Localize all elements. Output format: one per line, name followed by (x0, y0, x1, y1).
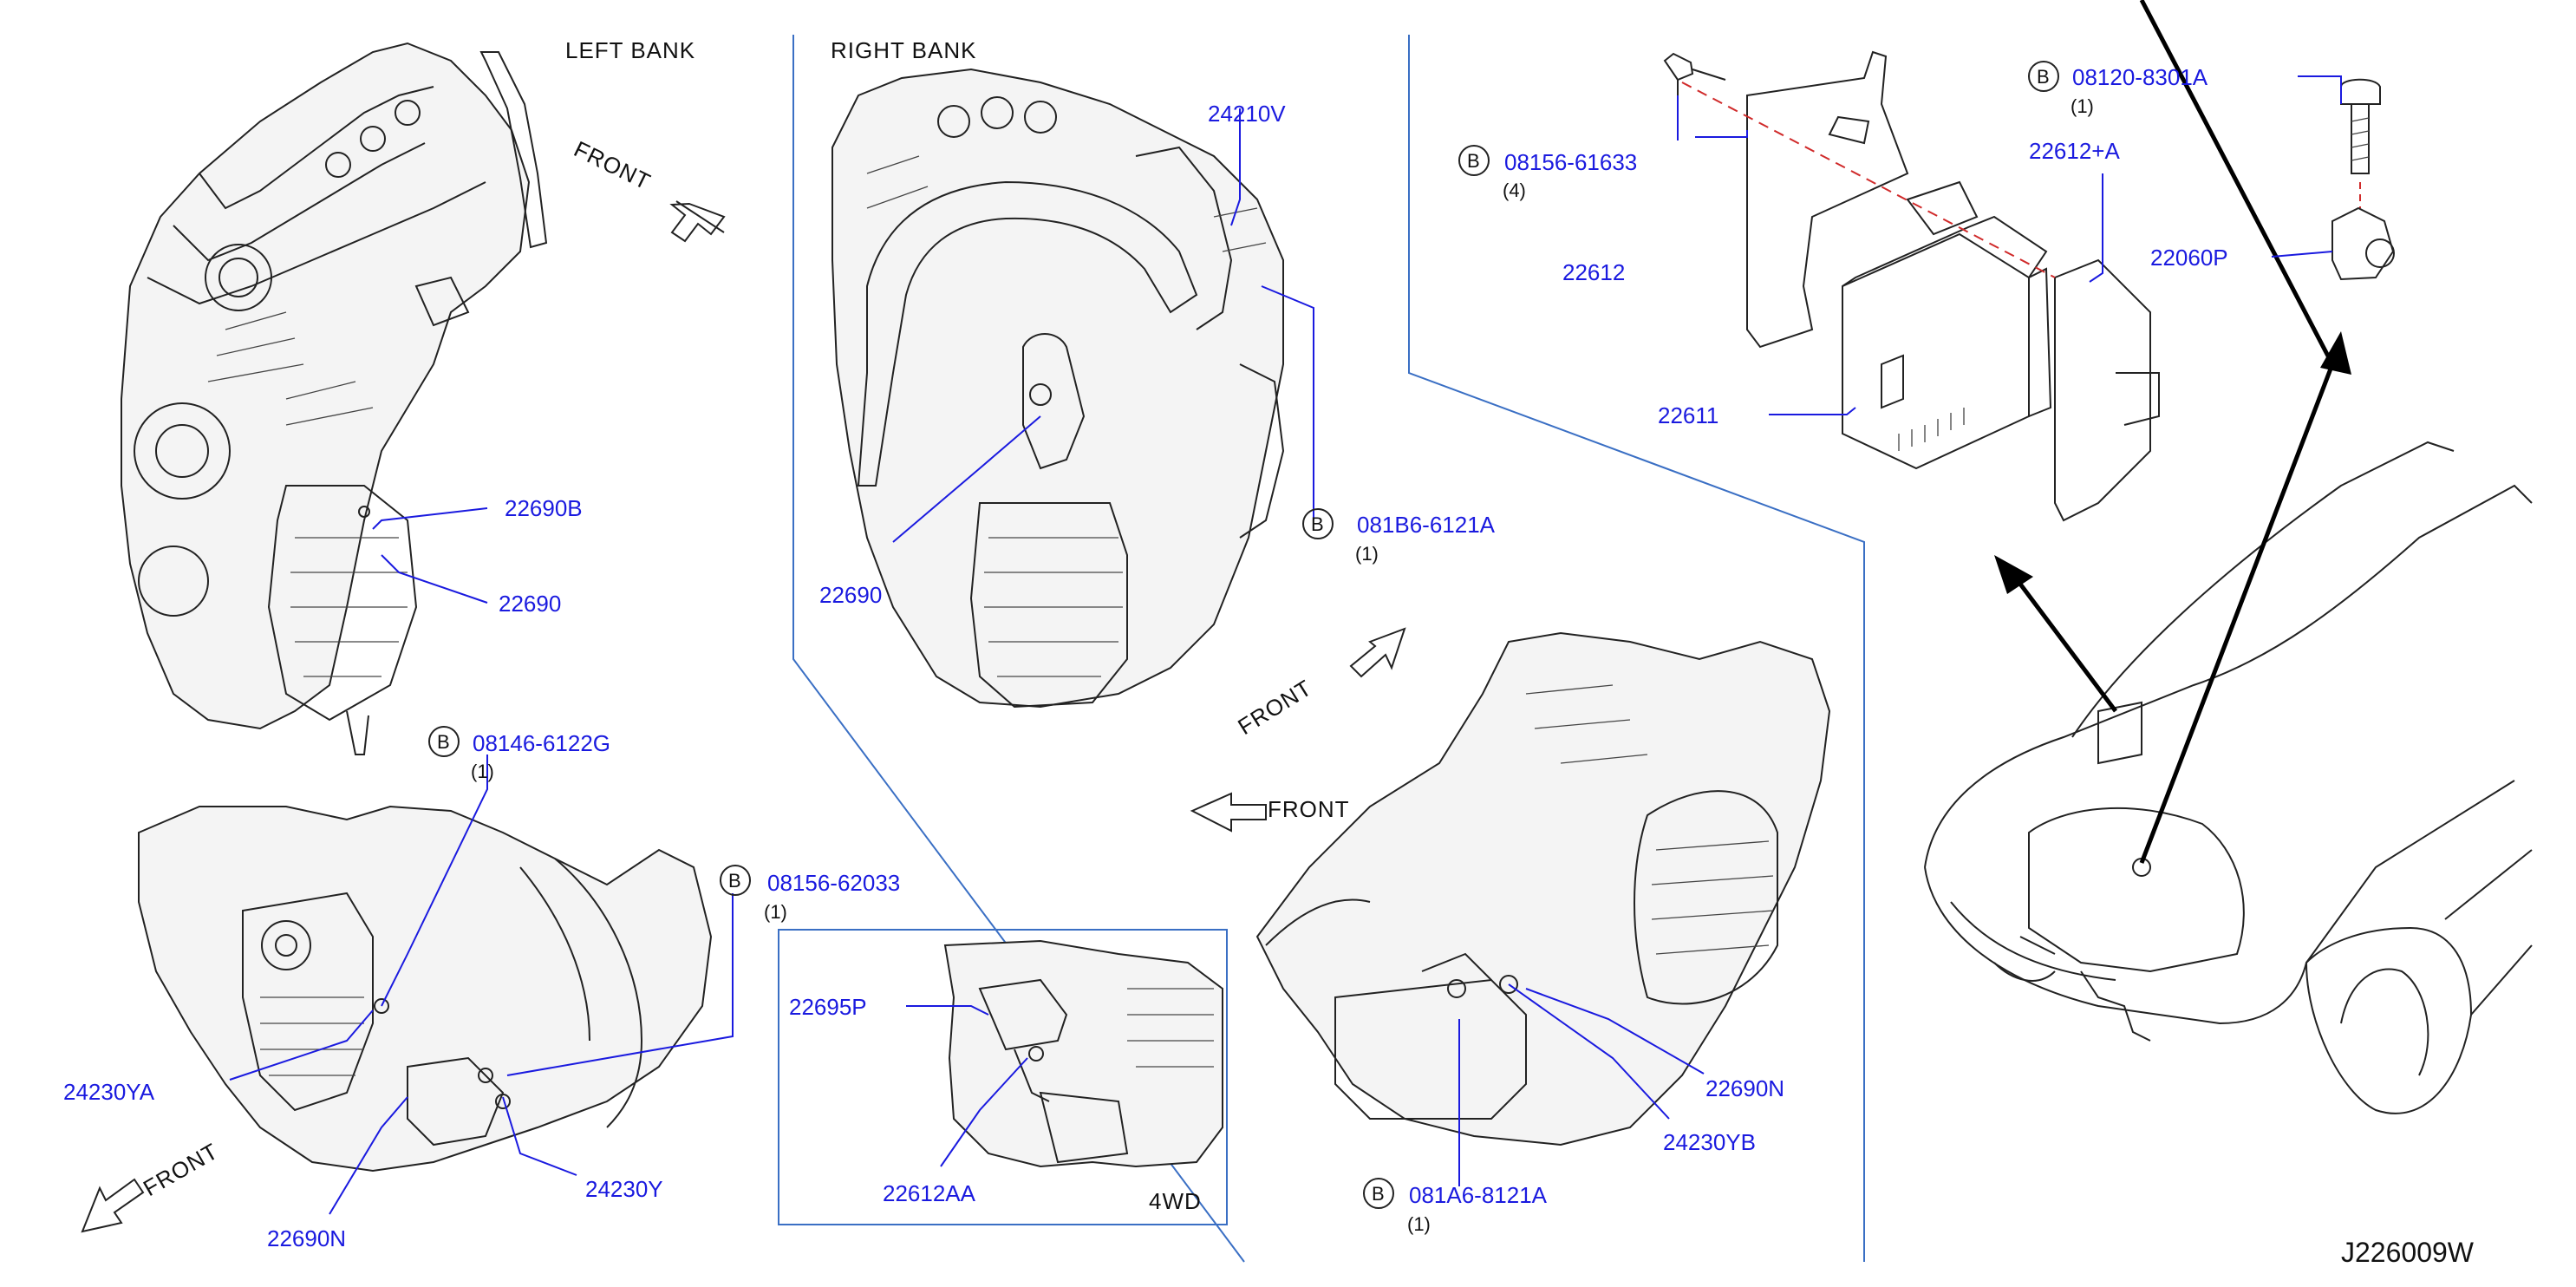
arrow-shaft-sensor (2139, 363, 2335, 864)
qty-081B6-6121A: (1) (1355, 543, 1379, 565)
location-arrows (1994, 0, 2351, 864)
part-081A6-8121A[interactable]: 081A6-8121A (1409, 1182, 1548, 1208)
part-24230Y[interactable]: 24230Y (585, 1176, 663, 1202)
right-bank-heading: RIGHT BANK (831, 37, 976, 63)
diagram-code: J226009W (2341, 1237, 2475, 1268)
bolt-symbol-081B6: B (1302, 508, 1334, 539)
bolt-symbol-081A6: B (1363, 1178, 1394, 1209)
qty-08146-6122G: (1) (471, 761, 494, 782)
arrow-head-sensor (2320, 331, 2351, 375)
bolt-symbol-08146: B (428, 726, 460, 757)
right-bank-engine-illustration (831, 68, 1285, 709)
part-22690-left[interactable]: 22690 (499, 591, 561, 617)
front-arrow-lower-middle (1190, 792, 1267, 833)
part-22060P[interactable]: 22060P (2150, 245, 2228, 271)
front-arrow-top-left (669, 200, 726, 243)
part-08146-6122G[interactable]: 08146-6122G (473, 730, 610, 756)
part-08156-61633[interactable]: 08156-61633 (1504, 149, 1637, 175)
ecm-bracket-illustration (1663, 50, 2395, 522)
part-24210V[interactable]: 24210V (1208, 101, 1286, 127)
qty-08120-8301A: (1) (2071, 95, 2094, 117)
front-label-lower-left: FRONT (139, 1138, 223, 1201)
lower-left-exhaust-illustration (138, 805, 713, 1173)
svg-text:B: B (728, 870, 741, 892)
bolt-symbol-08120: B (2028, 61, 2059, 92)
part-24230YB[interactable]: 24230YB (1663, 1129, 1756, 1155)
vehicle-illustration (1924, 441, 2533, 1114)
part-22690-right[interactable]: 22690 (819, 582, 882, 608)
bolt-symbol-08156-62033: B (720, 865, 751, 896)
front-label-right-bank: FRONT (1233, 675, 1316, 741)
part-22611[interactable]: 22611 (1658, 402, 1718, 428)
part-22690N-right[interactable]: 22690N (1705, 1075, 1784, 1101)
front-label-lower-middle: FRONT (1268, 796, 1350, 822)
svg-text:B: B (2037, 66, 2050, 88)
part-22690B[interactable]: 22690B (505, 495, 583, 521)
svg-text:B: B (1372, 1183, 1385, 1205)
arrow-head-ecm (1994, 555, 2033, 594)
part-22612-A[interactable]: 22612+A (2029, 138, 2120, 164)
bolt-symbols: B B B B B B (428, 61, 2059, 1209)
qty-08156-62033: (1) (764, 901, 787, 923)
qty-081A6-8121A: (1) (1407, 1213, 1431, 1235)
left-bank-engine-illustration (121, 42, 548, 755)
front-label-top-left: FRONT (570, 135, 655, 194)
part-22695P[interactable]: 22695P (789, 994, 867, 1020)
part-number-labels: 22690B 22690 24210V 081B6-6121A (1) 2269… (63, 64, 2228, 1251)
svg-text:B: B (437, 731, 450, 753)
leader-lines (229, 75, 2342, 1215)
svg-text:B: B (1467, 150, 1480, 172)
part-22612AA[interactable]: 22612AA (883, 1180, 976, 1206)
part-081B6-6121A[interactable]: 081B6-6121A (1357, 512, 1496, 538)
svg-text:B: B (1311, 513, 1324, 535)
part-08156-62033[interactable]: 08156-62033 (767, 870, 900, 896)
part-22690N-left[interactable]: 22690N (267, 1225, 346, 1251)
4wd-inset-illustration (943, 939, 1223, 1168)
left-bank-heading: LEFT BANK (565, 37, 695, 63)
inset-4wd-label: 4WD (1149, 1188, 1202, 1214)
part-24230YA[interactable]: 24230YA (63, 1079, 155, 1105)
front-arrow-lower-left (81, 1178, 145, 1233)
front-arrow-right-bank (1349, 627, 1406, 678)
bolt-symbol-08156-61633: B (1458, 145, 1490, 176)
qty-08156-61633: (4) (1503, 180, 1526, 201)
lower-right-exhaust-illustration (1255, 631, 1831, 1147)
part-22612[interactable]: 22612 (1562, 259, 1625, 285)
part-08120-8301A[interactable]: 08120-8301A (2072, 64, 2208, 90)
